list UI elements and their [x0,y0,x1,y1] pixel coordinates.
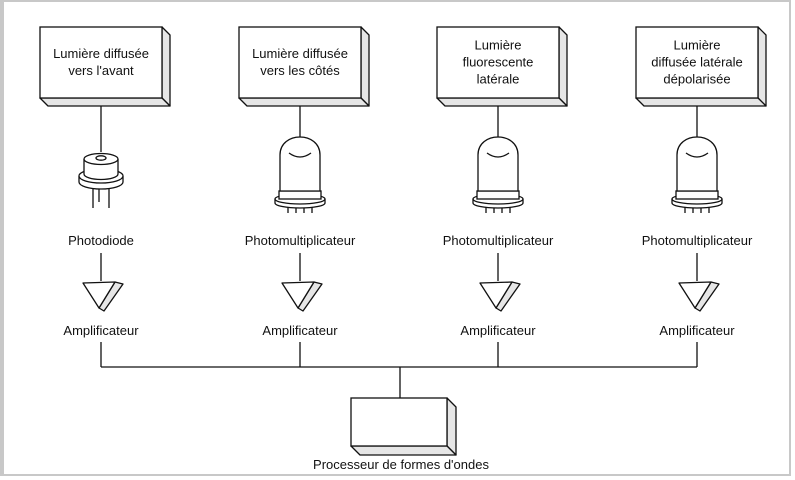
source-label-line: Lumière [475,38,522,53]
source-label-line: Lumière [674,38,721,53]
source-label-line: vers l'avant [68,63,134,78]
amplifier-label: Amplificateur [659,323,735,338]
amplifier-label: Amplificateur [460,323,536,338]
photodiode-icon [78,152,124,208]
source-box [635,26,767,107]
processor-box [350,397,457,456]
source-label-line: diffusée latérale [651,55,743,70]
amplifier-icon [82,281,124,312]
channel-4: Lumière diffusée latérale dépolariséePhoto… [635,26,767,367]
amplifier-icon [281,281,323,312]
source-label-line: Lumière diffusée [53,46,149,61]
detector-label: Photomultiplicateur [245,233,356,248]
amplifier-icon [479,281,521,312]
photomultiplier-tube-icon [472,136,524,213]
source-label-line: dépolarisée [663,72,730,87]
photomultiplier-tube-icon [671,136,723,213]
channel-3: Lumière fluorescente latéralePhotomultipli… [436,26,568,367]
source-box [238,26,370,107]
source-label-line: vers les côtés [260,63,340,78]
photomultiplier-tube-icon [274,136,326,213]
detector-label: Photodiode [68,233,134,248]
channel-1: Lumière diffusée vers l'avantPhotodiodeAm… [39,26,171,367]
processor-label: Processeur de formes d'ondes [313,457,489,472]
source-label-line: fluorescente [463,55,534,70]
detector-label: Photomultiplicateur [443,233,554,248]
source-label-line: latérale [477,72,520,87]
source-box [39,26,171,107]
source-label-line: Lumière diffusée [252,46,348,61]
amplifier-label: Amplificateur [262,323,338,338]
amplifier-label: Amplificateur [63,323,139,338]
source-box [436,26,568,107]
detector-label: Photomultiplicateur [642,233,753,248]
amplifier-icon [678,281,720,312]
channel-2: Lumière diffusée vers les côtésPhotomulti… [238,26,370,367]
